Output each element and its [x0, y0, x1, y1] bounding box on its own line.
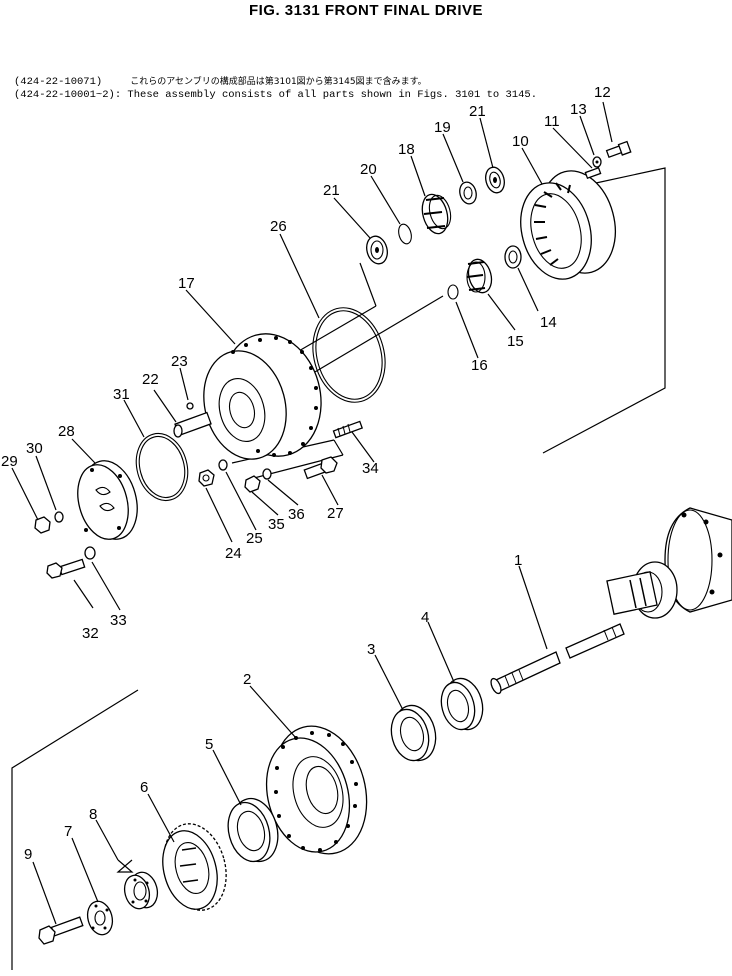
callout-4: 4: [421, 609, 429, 626]
callout-25: 25: [246, 530, 263, 547]
part-snap-ring-20: [398, 223, 412, 245]
callout-34: 34: [362, 460, 379, 477]
part-plug: [34, 516, 51, 534]
part-o-ring-large: [312, 307, 386, 403]
part-bearing-3: [390, 704, 437, 762]
callout-11: 11: [544, 113, 560, 130]
figure-title: FIG. 3131 FRONT FINAL DRIVE: [248, 2, 484, 19]
part-pin: [584, 166, 602, 180]
part-bolt-9: [38, 916, 84, 945]
callout-22: 22: [142, 371, 159, 388]
part-bolt-small: [605, 140, 632, 159]
callout-28: 28: [58, 423, 75, 440]
callout-16: 16: [471, 357, 488, 374]
part-nut-24: [198, 469, 215, 487]
part-bolt-27: [303, 456, 338, 480]
callout-26: 26: [270, 218, 287, 235]
part-nut-35: [244, 475, 261, 493]
note-code-2: (424-22-10001~2): [14, 89, 115, 101]
callout-17: 17: [178, 275, 195, 292]
part-axle-housing: [606, 507, 732, 619]
note-text-2: : These assembly consists of all parts s…: [114, 89, 537, 101]
callout-19: 19: [434, 119, 451, 136]
part-sun-gear: [466, 258, 493, 294]
callout-30: 30: [26, 440, 43, 457]
part-washer-33: [84, 546, 96, 560]
part-snap-ring-16: [447, 284, 459, 300]
callout-21b: 21: [323, 182, 340, 199]
callout-14: 14: [540, 314, 557, 331]
callout-labels: 1 2 3 4 5 6 7 8 9 10 11 12 13 14 15 16 1…: [1, 84, 611, 863]
part-ball: [186, 402, 194, 410]
callout-33: 33: [110, 612, 127, 629]
callout-32: 32: [82, 625, 99, 642]
note-line-1: (424-22-10071) これらのアセンブリの構成部品は第3101図から第31…: [14, 74, 427, 88]
part-bearing-21b: [366, 235, 388, 265]
callout-23: 23: [171, 353, 188, 370]
part-cover: [77, 460, 138, 540]
callout-20: 20: [360, 161, 377, 178]
callout-3: 3: [367, 641, 375, 658]
part-washer-36: [262, 468, 272, 480]
callout-36: 36: [288, 506, 305, 523]
callout-9: 9: [24, 846, 32, 863]
part-bearing-14: [504, 245, 522, 269]
part-washer-25: [218, 459, 228, 471]
part-ring-gear: [520, 170, 616, 280]
part-washer-small: [592, 156, 602, 168]
callout-18: 18: [398, 141, 415, 158]
callout-6: 6: [140, 779, 148, 796]
note-text-1: これらのアセンブリの構成部品は第3101図から第3145図まで含みます。: [130, 77, 427, 87]
callout-5: 5: [205, 736, 213, 753]
callout-1: 1: [514, 552, 522, 569]
part-planet-gear: [421, 193, 452, 235]
part-spacer: [459, 181, 477, 205]
part-planet-shaft: [173, 411, 212, 438]
part-spline-gear: [162, 823, 227, 911]
callout-10: 10: [512, 133, 529, 150]
note-code-1: (424-22-10071): [14, 76, 103, 88]
part-washer-30: [54, 511, 64, 523]
callout-27: 27: [327, 505, 344, 522]
callout-31: 31: [113, 386, 130, 403]
note-line-2: (424-22-10001~2): These assembly consist…: [14, 89, 537, 101]
part-carrier-housing: [203, 333, 322, 460]
callout-12: 12: [594, 84, 611, 101]
part-bearing-21a: [485, 166, 505, 194]
part-drive-shaft: [490, 623, 625, 695]
callout-21a: 21: [469, 103, 486, 120]
part-o-ring-31: [135, 432, 189, 502]
callout-24: 24: [225, 545, 242, 562]
part-retainer-plate: [86, 900, 114, 936]
callout-7: 7: [64, 823, 72, 840]
callout-13: 13: [570, 101, 587, 118]
callout-35: 35: [268, 516, 285, 533]
part-collar: [123, 871, 159, 910]
callout-2: 2: [243, 671, 251, 688]
part-stud-34: [332, 420, 364, 439]
callout-8: 8: [89, 806, 97, 823]
part-bolt-32: [46, 558, 86, 579]
callout-15: 15: [507, 333, 524, 350]
part-wheel-hub: [265, 725, 368, 855]
part-oil-seal: [440, 677, 484, 731]
callout-29: 29: [1, 453, 18, 470]
part-bearing-5: [227, 797, 279, 863]
leader-lines: [11, 101, 613, 925]
